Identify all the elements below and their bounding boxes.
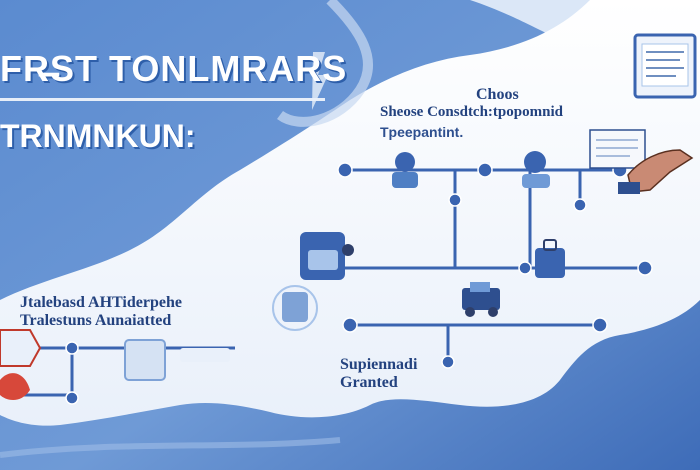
node-dot <box>573 198 587 212</box>
node-dot <box>441 355 455 369</box>
person-icon <box>392 152 418 188</box>
diagram-title: FR̶ST TONLMRARS <box>0 48 348 89</box>
node-dot <box>337 162 353 178</box>
node-dot <box>342 317 358 333</box>
handshake-icon <box>618 149 694 194</box>
top-box-line3: Tpeepantint. <box>380 124 464 140</box>
title-decoration <box>312 52 328 110</box>
vehicle-icon <box>462 282 500 317</box>
server-icon <box>272 285 318 331</box>
node-dot <box>637 260 653 276</box>
swirl-accent-2 <box>0 437 341 458</box>
node-dot <box>477 162 493 178</box>
left-box-line2: Tralestuns Aunaiatted <box>20 312 172 329</box>
diagram-subtitle: TRNMNKUN: <box>0 118 196 154</box>
white-flow-region <box>0 0 700 426</box>
bottom-box-line1: Supiennadi <box>340 356 418 373</box>
top-box-line1: Choos <box>476 86 519 103</box>
server-icon <box>124 339 230 381</box>
swirl-accent <box>277 0 374 127</box>
node-dots <box>65 162 653 405</box>
person-icon <box>522 151 550 188</box>
robot-icon <box>300 232 354 280</box>
node-dot <box>518 261 532 275</box>
top-box-line2: Sheose Consdtch:tpopomnid <box>380 104 563 120</box>
node-dot <box>65 391 79 405</box>
node-dot <box>65 341 79 355</box>
monitor-icon <box>633 33 697 99</box>
bottom-box-line2: Granted <box>340 374 398 391</box>
document-icon <box>589 129 646 169</box>
node-dot <box>448 193 462 207</box>
bag-icon <box>535 239 565 278</box>
left-box-line1: Jtalebasd AHTiderpehe <box>20 294 182 311</box>
node-dot <box>592 317 608 333</box>
title-underline <box>0 98 325 101</box>
warning-icon <box>0 329 42 400</box>
